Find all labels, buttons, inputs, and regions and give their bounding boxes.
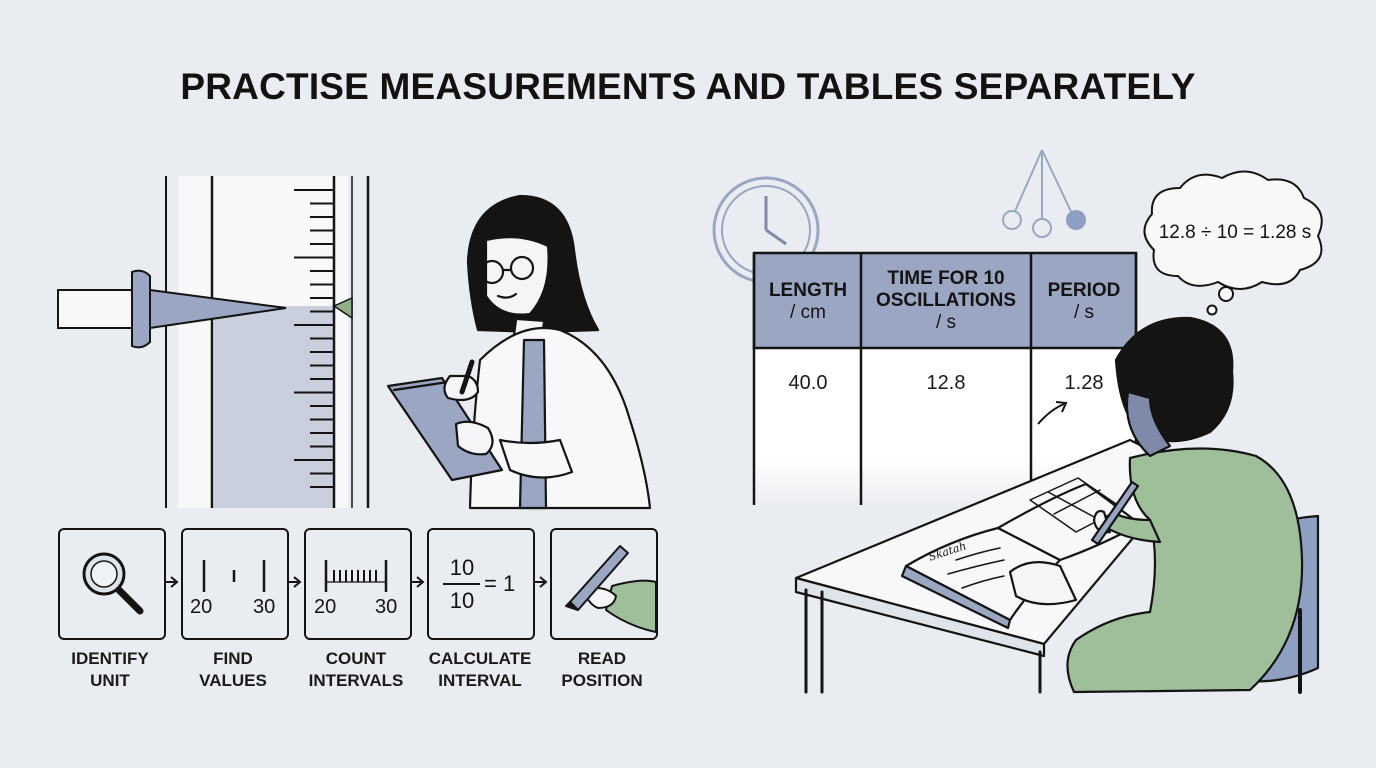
- step-arrows: [165, 576, 548, 588]
- table-cell-length: 40.0: [788, 372, 828, 394]
- hand-pencil-icon: [565, 545, 657, 633]
- fraction-numerator: 10: [449, 555, 475, 580]
- count-intervals-tick-right: 30: [375, 596, 398, 618]
- table-header-period: PERIOD/ s: [1047, 280, 1121, 323]
- measuring-cylinder: [165, 176, 370, 508]
- table-cell-time: 12.8: [926, 372, 966, 394]
- table-header-time: TIME FOR 10 OSCILLATIONS / s: [875, 268, 1017, 333]
- find-values-tick-right: 30: [253, 596, 276, 618]
- magnifier-icon: [82, 552, 144, 615]
- fraction-result: = 1: [484, 571, 516, 596]
- fraction-denominator: 10: [449, 588, 475, 613]
- table-header-length: LENGTH/ cm: [768, 280, 848, 323]
- page-title: PRACTISE MEASUREMENTS AND TABLES SEPARAT…: [180, 66, 1196, 107]
- pointer-probe: [57, 269, 287, 349]
- scale-intervals-icon: [324, 560, 388, 592]
- step-calculate-interval: [427, 528, 535, 640]
- pendulum-icon: [1002, 149, 1086, 238]
- count-intervals-tick-left: 20: [314, 596, 337, 618]
- scientist-figure: [386, 194, 652, 510]
- table-cell-period: 1.28: [1064, 372, 1104, 394]
- step-read-position: [550, 528, 658, 640]
- student-scene: [794, 316, 1320, 694]
- scale-values-icon: [202, 560, 266, 592]
- step-count-intervals: [304, 528, 412, 640]
- thought-bubble-text: 12.8 ÷ 10 = 1.28 s: [1158, 222, 1312, 243]
- find-values-tick-left: 20: [190, 596, 213, 618]
- thought-bubble: [1143, 170, 1323, 316]
- arrow-to-period: [1037, 401, 1068, 425]
- step-identify-unit: [58, 528, 166, 640]
- meniscus-marker: [332, 296, 353, 320]
- step-find-values: [181, 528, 289, 640]
